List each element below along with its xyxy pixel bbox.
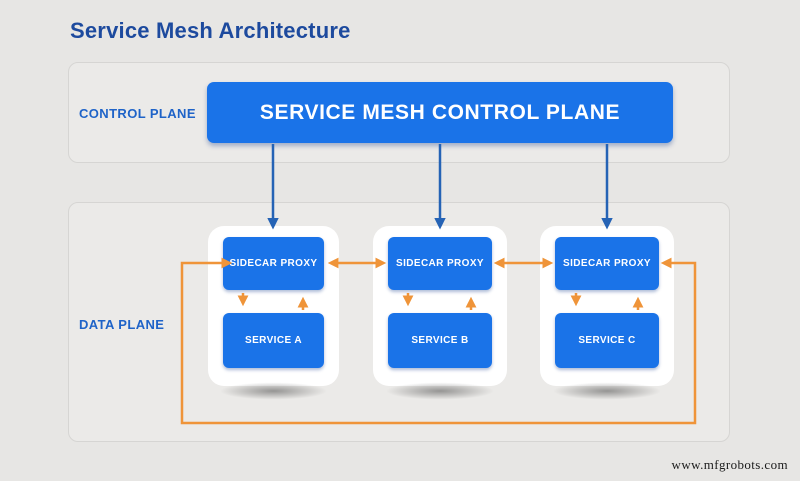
service-box-c: SERVICE C [555, 313, 659, 368]
sidecar-proxy-box-c: SIDECAR PROXY [555, 237, 659, 290]
service-card-c: SIDECAR PROXY SERVICE C [540, 226, 674, 400]
watermark: www.mfgrobots.com [671, 457, 788, 472]
control-plane-label: CONTROL PLANE [79, 106, 196, 121]
page-title: Service Mesh Architecture [70, 18, 351, 43]
sidecar-proxy-box-b: SIDECAR PROXY [388, 237, 492, 290]
data-plane-label: DATA PLANE [79, 317, 165, 332]
service-box-b: SERVICE B [388, 313, 492, 368]
control-plane-box: SERVICE MESH CONTROL PLANE [207, 82, 673, 143]
service-card-b: SIDECAR PROXY SERVICE B [373, 226, 507, 400]
sidecar-proxy-box-a: SIDECAR PROXY [223, 237, 324, 290]
service-card-a: SIDECAR PROXY SERVICE A [208, 226, 339, 400]
service-box-a: SERVICE A [223, 313, 324, 368]
